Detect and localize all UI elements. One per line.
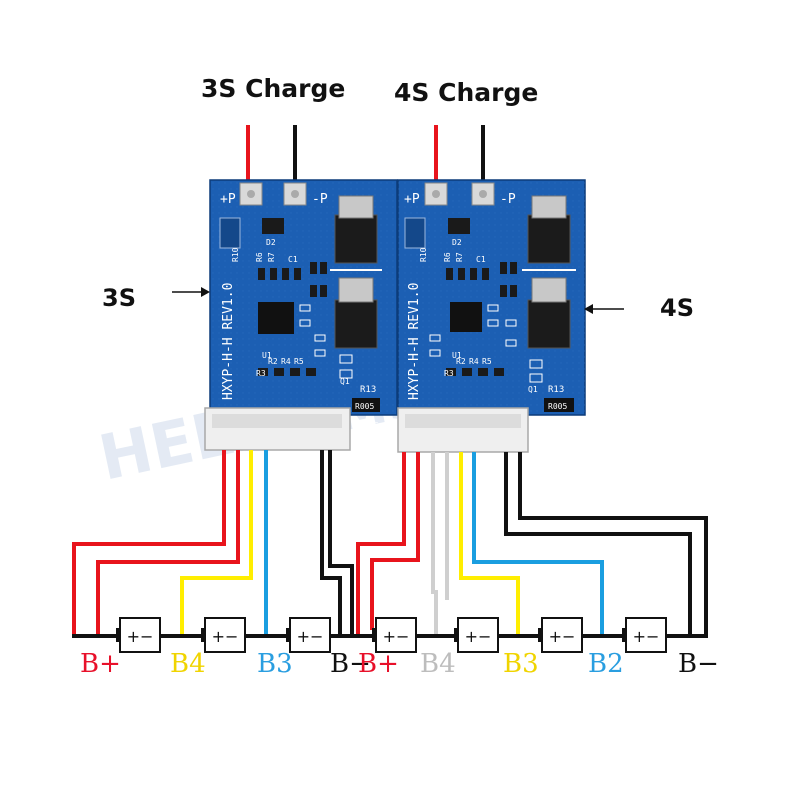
title-4s-charge: 4S Charge [394, 78, 539, 107]
svg-text:+−: +− [127, 627, 154, 646]
diode-d2-1 [262, 218, 284, 234]
silk-p-minus-2: -P [500, 192, 516, 207]
svg-text:+−: +− [383, 627, 410, 646]
silk-c1-2: C1 [476, 255, 486, 264]
arrow-to-3s [172, 287, 210, 297]
label-4s-b4: B4 [420, 649, 456, 679]
silk-p-plus-1: +P [220, 192, 236, 207]
battery-cell-3: +− [286, 617, 331, 653]
silk-r6-2: R6 [443, 252, 452, 262]
silk-u1-1: U1 [262, 351, 272, 360]
ic-u1-2 [450, 302, 482, 332]
bottom-labels-4s: B+ B4 B3 B2 B− [358, 649, 719, 679]
svg-text:+−: +− [633, 627, 660, 646]
silk-r13-2: R13 [548, 385, 564, 395]
silk-r2-1: R2 [268, 357, 278, 366]
silk-r005-2: R005 [548, 402, 567, 411]
svg-text:+−: +− [212, 627, 239, 646]
label-4s-b2: B2 [588, 649, 624, 679]
battery-cell-6: +− [538, 617, 583, 653]
bottom-labels-3s: B+ B4 B3 B− [80, 649, 371, 679]
silk-r7-2: R7 [455, 252, 464, 262]
label-3s-b3: B3 [257, 649, 293, 679]
svg-text:+−: +− [297, 627, 324, 646]
silk-r4-2: R4 [469, 357, 479, 366]
battery-cell-7: +− [622, 617, 667, 653]
label-4s-b3: B3 [503, 649, 539, 679]
label-4s-bminus: B− [678, 649, 719, 679]
bms-board-4s: +P -P D2 U1 R10 R6 R7 C1 R2 R4 [397, 179, 586, 453]
silk-r3-2: R3 [444, 369, 454, 378]
silk-r13-1: R13 [360, 385, 376, 395]
silk-c1-1: C1 [288, 255, 298, 264]
silk-d2-2: D2 [452, 238, 462, 247]
balance-wires-4s [356, 452, 708, 638]
label-3s-b4: B4 [170, 649, 206, 679]
silk-ntc-2: NTC [556, 424, 571, 433]
silk-r10-1: R10 [231, 247, 240, 262]
silk-u1-2: U1 [452, 351, 462, 360]
label-3s-bplus: B+ [80, 649, 121, 679]
bms-board-3s: +P -P D2 U1 R10 R6 R7 [204, 179, 398, 451]
silk-d2-1: D2 [266, 238, 276, 247]
battery-cell-5: +− [454, 617, 499, 653]
battery-cells: +− +− +− +− +− +− +− [116, 617, 667, 653]
battery-cell-2: +− [201, 617, 246, 653]
silk-model-2: HXYP-H-H REV1.0 [407, 283, 422, 400]
silk-r005-1: R005 [355, 402, 374, 411]
silk-r2-2: R2 [456, 357, 466, 366]
silk-q1-2: Q1 [528, 385, 538, 394]
silk-r4-1: R4 [281, 357, 291, 366]
silk-q1-1: Q1 [340, 377, 350, 386]
silk-ntc-1: NTC [364, 421, 379, 430]
silk-r6-1: R6 [255, 252, 264, 262]
silk-r10-2: R10 [419, 247, 428, 262]
silk-r5-2: R5 [482, 357, 492, 366]
silk-r3-1: R3 [256, 369, 266, 378]
charge-wires [246, 125, 485, 182]
balance-wires-3s [72, 450, 354, 638]
diode-d2-2 [448, 218, 470, 234]
silk-p-minus-1: -P [312, 192, 328, 207]
silk-p-plus-2: +P [404, 192, 420, 207]
svg-text:+−: +− [549, 627, 576, 646]
label-3s: 3S [102, 284, 136, 312]
label-4s: 4S [660, 294, 694, 322]
battery-cell-4: +− [372, 617, 417, 653]
silk-r5-1: R5 [294, 357, 304, 366]
battery-cell-1: +− [116, 617, 161, 653]
svg-text:+−: +− [465, 627, 492, 646]
silk-r7-1: R7 [267, 252, 276, 262]
silk-model-1: HXYP-H-H REV1.0 [221, 283, 236, 400]
label-4s-bplus: B+ [358, 649, 399, 679]
ic-u1-1 [258, 302, 294, 334]
arrow-to-4s [584, 304, 624, 314]
label-3s-bminus: B− [330, 649, 371, 679]
title-3s-charge: 3S Charge [201, 74, 346, 103]
